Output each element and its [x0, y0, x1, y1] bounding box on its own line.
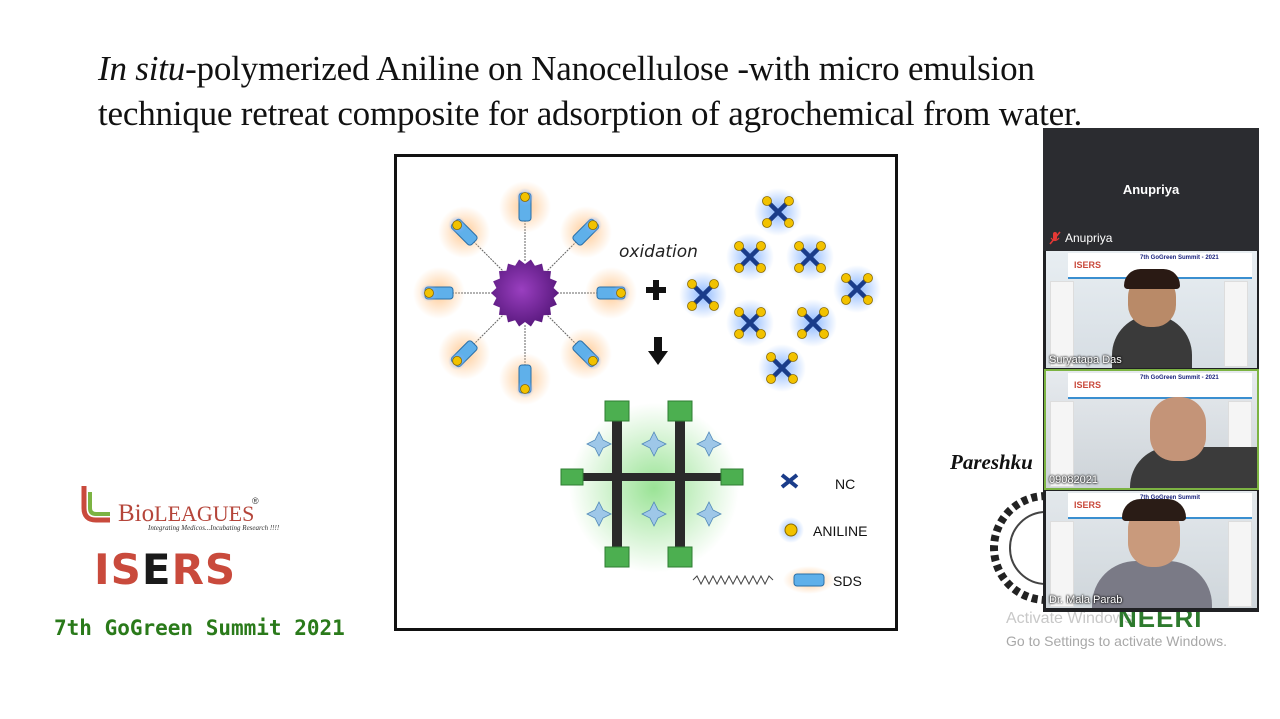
legend-sds: SDS — [692, 566, 862, 594]
legend-aniline: ANILINE — [778, 517, 867, 543]
legend-nc-label: NC — [835, 476, 855, 492]
bioleagues-tagline: Integrating Medicos...Incubating Researc… — [148, 524, 280, 532]
participant-label: 09082021 — [1049, 474, 1098, 486]
registered-mark: ® — [252, 496, 259, 506]
legend: NC ANILINE SDS — [692, 473, 867, 594]
title-line1: -polymerized Aniline on Nanocellulose -w… — [185, 49, 1035, 88]
bioleagues-text: BioLEAGUES — [118, 500, 255, 527]
legend-sds-label: SDS — [833, 573, 862, 589]
participant-tile-active[interactable]: ISERS 7th GoGreen Summit - 2021 09082021 — [1044, 369, 1259, 490]
isers-logo: ISERS — [94, 545, 237, 594]
bioleagues-logo: BioLEAGUES ® Integrating Medicos...Incub… — [76, 482, 279, 538]
title-italic: In situ — [98, 49, 186, 88]
presenter-name: Pareshku — [950, 450, 1033, 474]
participant-body — [1092, 561, 1212, 608]
legend-nc: NC — [780, 473, 855, 492]
oxidation-label: oxidation — [619, 242, 698, 262]
arrow-down-icon — [648, 337, 668, 365]
participant-label: Dr. Mala Parab — [1049, 594, 1123, 606]
plus-icon — [646, 280, 666, 300]
title-line2: technique retreat composite for adsorpti… — [98, 94, 1083, 133]
mic-muted-icon — [1049, 231, 1061, 245]
activate-windows-title: Activate Windows — [1006, 610, 1133, 627]
participant-label: Suryatapa Das — [1049, 354, 1122, 366]
activate-windows-hint: Go to Settings to activate Windows. — [1006, 633, 1227, 649]
participant-label: Anupriya — [1065, 231, 1113, 245]
participant-face — [1150, 397, 1206, 461]
participant-tile[interactable]: ISERS 7th GoGreen Summit Dr. Mala Parab — [1046, 491, 1257, 608]
bioleagues-mark-icon — [81, 486, 110, 523]
slide-title: In situ-polymerized Aniline on Nanocellu… — [98, 46, 1238, 136]
participant-name: Anupriya — [1122, 182, 1180, 197]
summit-title: 7th GoGreen Summit 2021 — [54, 616, 345, 640]
participant-tile[interactable]: ISERS 7th GoGreen Summit - 2021 Suryatap… — [1046, 251, 1257, 368]
composite-structure — [560, 400, 744, 573]
video-panel: Anupriya Anupriya ISERS 7th GoGreen Summ… — [1043, 128, 1259, 612]
legend-aniline-label: ANILINE — [813, 523, 867, 539]
sds-micelle — [413, 181, 637, 405]
nc-aniline-cluster — [679, 188, 881, 392]
diagram-svg: oxidation NC ANILINE SDS — [413, 181, 881, 594]
participant-tile-anupriya[interactable]: Anupriya Anupriya — [1043, 128, 1259, 251]
diagram-figure: oxidation NC ANILINE SDS — [394, 154, 898, 631]
